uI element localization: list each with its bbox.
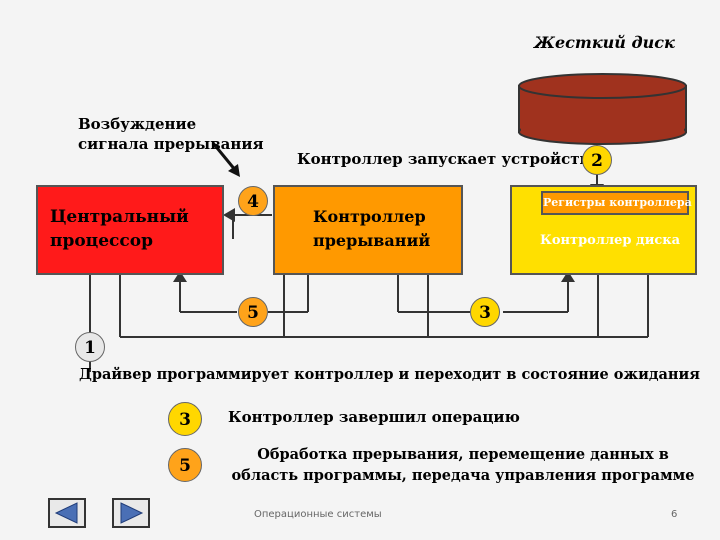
prev-slide-button[interactable]: [48, 498, 86, 528]
marker-3: 3: [470, 297, 500, 327]
legend-marker-5: 5: [168, 448, 202, 482]
page-number: 6: [671, 509, 678, 520]
hard-disk-icon: [518, 73, 687, 145]
interrupt-signal-text: Возбуждение сигнала прерывания: [78, 115, 264, 153]
driver-text: Драйвер программирует контроллер и перех…: [79, 366, 700, 383]
cpu-box: Центральный процессор: [36, 185, 224, 275]
disk-controller-label: Контроллер диска: [540, 233, 681, 248]
marker-1: 1: [75, 332, 105, 362]
triangle-left-icon: [54, 502, 78, 524]
interrupt-controller-label: Контроллер прерываний: [313, 207, 431, 250]
footer-title: Операционные системы: [254, 509, 382, 520]
marker-4: 4: [238, 186, 268, 216]
legend-text-5: Обработка прерывания, перемещение данных…: [231, 446, 695, 484]
controller-starts-text: Контроллер запускает устройство: [297, 150, 600, 168]
triangle-right-icon: [120, 502, 144, 524]
disk-label: Жесткий диск: [534, 33, 675, 52]
disk-controller-box: Регистры контроллера Контроллер диска: [510, 185, 697, 275]
registers-label: Регистры контроллера: [543, 196, 692, 209]
marker-2: 2: [582, 145, 612, 175]
next-slide-button[interactable]: [112, 498, 150, 528]
interrupt-controller-box: Контроллер прерываний: [273, 185, 463, 275]
legend-marker-3: 3: [168, 402, 202, 436]
registers-box: Регистры контроллера: [541, 191, 692, 215]
cpu-label: Центральный процессор: [50, 207, 189, 251]
legend-text-3: Контроллер завершил операцию: [228, 408, 520, 426]
marker-5: 5: [238, 297, 268, 327]
